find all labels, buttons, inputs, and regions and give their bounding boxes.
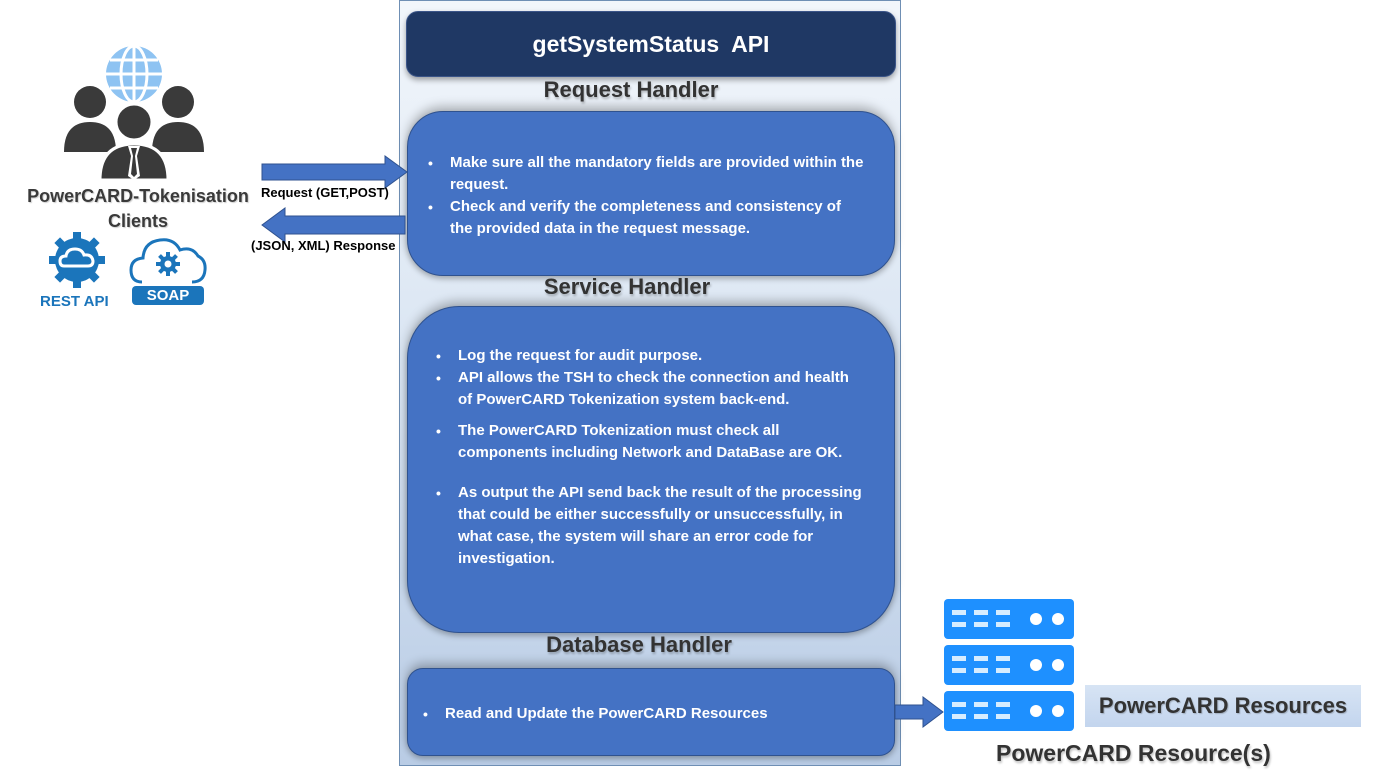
request-arrow-label: Request (GET,POST) (261, 185, 389, 200)
database-handler-item: Read and Update the PowerCARD Resources (423, 703, 874, 725)
service-handler-item: As output the API send back the result o… (436, 482, 864, 570)
database-handler-box: Read and Update the PowerCARD Resources (407, 668, 895, 756)
api-title: getSystemStatus API (406, 11, 896, 77)
response-arrow-label: (JSON, XML) Response (251, 238, 396, 253)
globe-icon (106, 44, 162, 104)
request-handler-box: Make sure all the mandatory fields are p… (407, 111, 895, 276)
service-handler-item: The PowerCARD Tokenization must check al… (436, 420, 864, 464)
clients-title: PowerCARD-Tokenisation Clients (25, 184, 251, 234)
powercard-resources-badge: PowerCARD Resources (1085, 685, 1361, 727)
response-arrow (261, 207, 406, 243)
rest-api-label: REST API (40, 293, 109, 310)
arrows-graphic (261, 155, 408, 243)
request-arrow (261, 155, 408, 189)
service-handler-title: Service Handler (543, 274, 711, 299)
database-handler-title: Database Handler (546, 632, 732, 657)
request-handler-title: Request Handler (543, 77, 719, 102)
service-handler-item: API allows the TSH to check the connecti… (436, 367, 864, 411)
service-handler-item: Log the request for audit purpose. (436, 345, 864, 367)
clients-title-line2: Clients (107, 211, 168, 231)
service-handler-box: Log the request for audit purpose. API a… (407, 306, 895, 633)
soap-cloud-icon (129, 238, 207, 284)
database-to-resources-arrow (894, 696, 944, 728)
soap-label: SOAP (132, 286, 204, 305)
server-stack-icon (944, 599, 1074, 731)
powercard-resources-caption: PowerCARD Resource(s) (996, 740, 1271, 766)
clients-people-icon (64, 44, 204, 182)
rest-api-gear-icon (49, 232, 105, 288)
request-handler-item: Check and verify the completeness and co… (428, 196, 864, 240)
clients-title-line1: PowerCARD-Tokenisation (27, 186, 249, 206)
request-handler-item: Make sure all the mandatory fields are p… (428, 152, 864, 196)
